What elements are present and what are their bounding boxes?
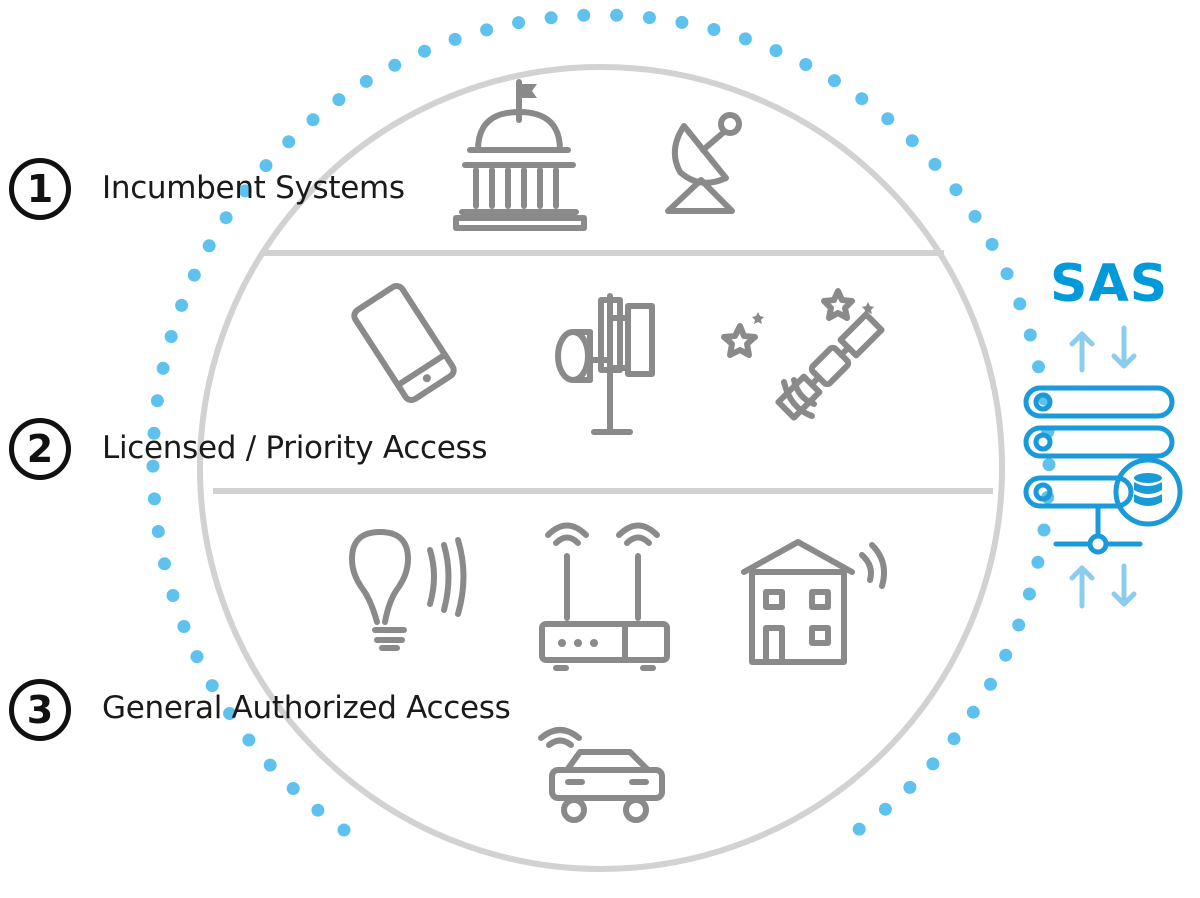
boundary-dot bbox=[202, 239, 216, 253]
tier-1-label: Incumbent Systems bbox=[102, 170, 405, 206]
house-icon bbox=[741, 539, 887, 665]
satellite-dish-icon bbox=[665, 112, 742, 214]
boundary-dot bbox=[1031, 555, 1045, 569]
boundary-dot bbox=[905, 134, 919, 148]
boundary-dot bbox=[968, 209, 982, 223]
tier-1-number-badge: 1 bbox=[9, 158, 71, 220]
boundary-dot bbox=[855, 92, 869, 106]
boundary-dot bbox=[164, 330, 178, 343]
boundary-dot bbox=[878, 802, 892, 816]
boundary-dot bbox=[949, 183, 963, 197]
boundary-dot bbox=[1037, 523, 1051, 537]
boundary-dot bbox=[359, 74, 373, 88]
boundary-dot bbox=[187, 268, 201, 282]
boundary-dot bbox=[512, 16, 526, 30]
boundary-dot bbox=[738, 32, 752, 46]
boundary-dot bbox=[205, 679, 219, 693]
boundary-dot bbox=[769, 44, 783, 58]
boundary-dot bbox=[947, 732, 961, 746]
boundary-dot bbox=[480, 23, 494, 37]
boundary-dot bbox=[827, 74, 841, 88]
boundary-dot bbox=[852, 822, 866, 836]
boundary-dot bbox=[448, 32, 462, 46]
wifi-router-icon bbox=[539, 522, 670, 671]
cell-tower-icon bbox=[555, 293, 655, 435]
boundary-dot bbox=[147, 426, 161, 440]
boundary-dot bbox=[263, 758, 277, 772]
boundary-dot bbox=[985, 237, 999, 251]
database-icon bbox=[1113, 457, 1183, 527]
boundary-dot bbox=[577, 8, 591, 22]
boundary-dot bbox=[926, 757, 940, 771]
boundary-dot bbox=[282, 135, 296, 149]
boundary-dot bbox=[146, 459, 160, 473]
boundary-dot bbox=[166, 589, 180, 602]
boundary-dot bbox=[984, 677, 997, 691]
boundary-dot bbox=[928, 157, 942, 171]
boundary-dot bbox=[1000, 267, 1014, 281]
boundary-dot bbox=[1023, 328, 1037, 342]
boundary-dot bbox=[177, 620, 191, 633]
sas-title: SAS bbox=[1050, 254, 1169, 314]
capitol-building-icon bbox=[453, 79, 587, 231]
boundary-dot bbox=[286, 782, 300, 795]
boundary-dot bbox=[707, 23, 721, 36]
up-down-arrows-lower-icon bbox=[1069, 563, 1137, 609]
boundary-dot bbox=[156, 361, 170, 375]
boundary-dot bbox=[219, 211, 233, 225]
boundary-dot bbox=[311, 803, 325, 817]
boundary-dot bbox=[175, 298, 189, 312]
boundary-dot bbox=[1032, 360, 1045, 374]
smartphone-icon bbox=[351, 282, 457, 404]
boundary-dot bbox=[418, 44, 431, 58]
boundary-dot bbox=[388, 58, 402, 72]
boundary-dot bbox=[1022, 587, 1036, 601]
tier-3-label: General Authorized Access bbox=[102, 690, 511, 726]
boundary-dot bbox=[903, 780, 917, 794]
boundary-dot bbox=[1042, 458, 1056, 472]
boundary-dot bbox=[675, 15, 689, 29]
boundary-dot bbox=[147, 492, 161, 506]
tier-2-number-badge: 2 bbox=[9, 418, 71, 480]
boundary-dot bbox=[610, 8, 624, 22]
boundary-dot bbox=[158, 557, 171, 571]
boundary-dot bbox=[966, 705, 980, 719]
tier-3-number-badge: 3 bbox=[9, 679, 71, 741]
boundary-dot bbox=[999, 648, 1013, 662]
boundary-dot bbox=[1012, 618, 1026, 632]
up-down-arrows-icon bbox=[1069, 325, 1137, 373]
boundary-dot bbox=[223, 707, 237, 720]
boundary-dot bbox=[799, 58, 813, 71]
boundary-dot bbox=[151, 525, 165, 538]
smart-bulb-icon bbox=[349, 529, 467, 651]
boundary-dot bbox=[306, 113, 320, 127]
tier-2-label: Licensed / Priority Access bbox=[102, 430, 488, 466]
boundary-dot bbox=[881, 112, 895, 126]
boundary-dot bbox=[242, 733, 256, 747]
dotted-boundary-ring bbox=[146, 8, 1056, 837]
boundary-dot bbox=[190, 650, 204, 664]
boundary-dot bbox=[150, 394, 164, 408]
boundary-dot bbox=[642, 11, 656, 25]
boundary-dot bbox=[259, 159, 273, 173]
boundary-dot bbox=[1013, 297, 1027, 311]
connected-car-icon bbox=[538, 727, 665, 823]
boundary-dot bbox=[238, 184, 252, 198]
satellite-icon bbox=[721, 288, 885, 421]
boundary-dot bbox=[332, 93, 346, 107]
spectrum-circle bbox=[197, 64, 1005, 872]
boundary-dot bbox=[337, 823, 351, 837]
server-stack-icon bbox=[1023, 385, 1175, 555]
boundary-dot bbox=[544, 11, 558, 25]
